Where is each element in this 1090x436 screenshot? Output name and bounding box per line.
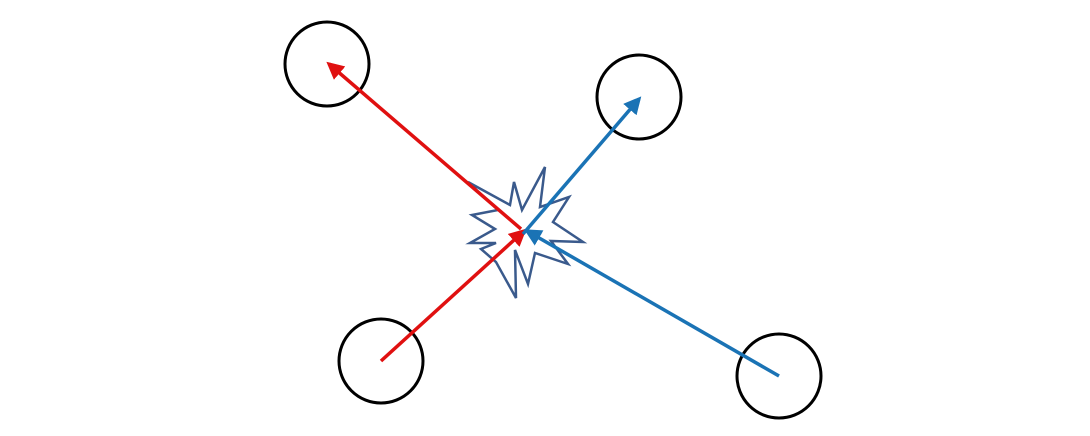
red-track-incoming — [379, 228, 527, 363]
blue-track-incoming — [523, 229, 780, 378]
particle-bottom-right — [735, 332, 823, 420]
blue-track-outgoing — [521, 96, 642, 236]
particle-bottom-left — [337, 317, 425, 405]
particle-top-left — [283, 20, 371, 108]
red-track-outgoing — [326, 61, 523, 231]
particle-top-right — [595, 53, 683, 141]
